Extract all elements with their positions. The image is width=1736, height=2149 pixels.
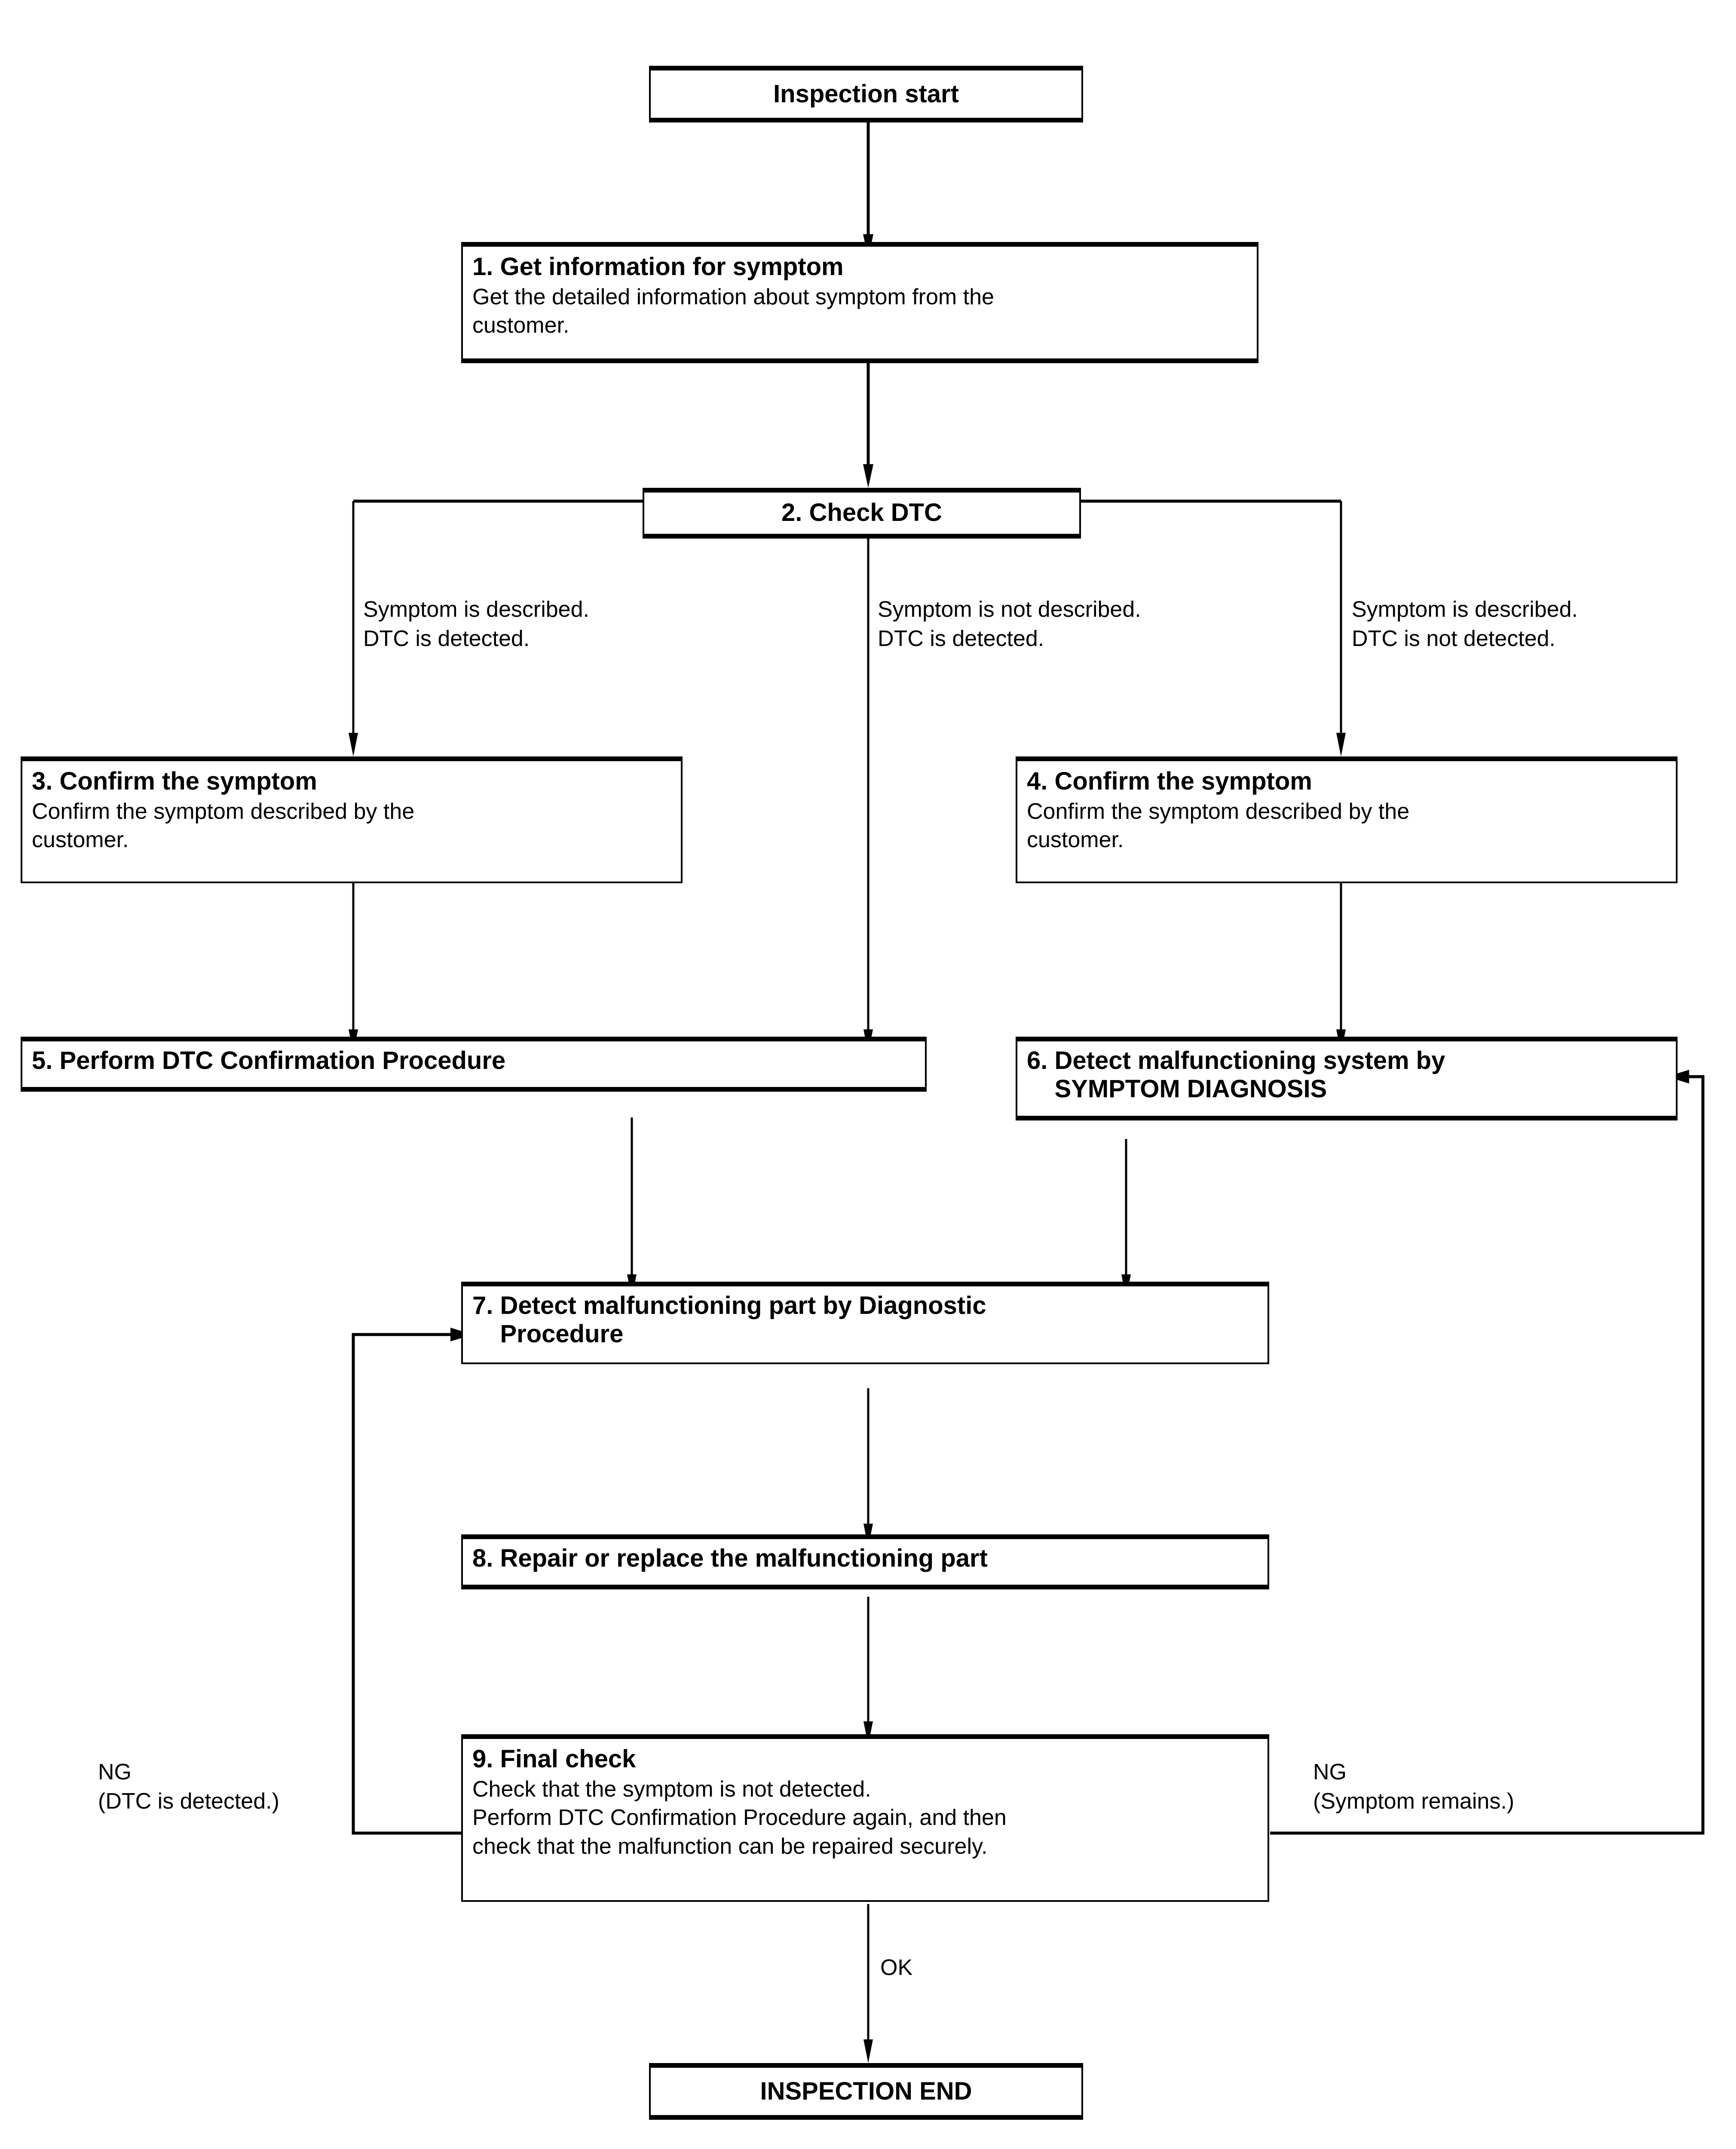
ng-label-left: NG (DTC is detected.) <box>98 1760 279 1814</box>
step-4-description: Confirm the symptom described by the cus… <box>1027 799 1410 853</box>
branch-label-left: Symptom is described. DTC is detected. <box>363 597 589 651</box>
step-6-title: 6. Detect malfunctioning system by SYMPT… <box>1027 1047 1445 1103</box>
node-step-7[interactable]: 7. Detect malfunctioning part by Diagnos… <box>461 1282 1269 1364</box>
step-3-description: Confirm the symptom described by the cus… <box>32 799 415 853</box>
node-step-9[interactable]: 9. Final check Check that the symptom is… <box>461 1734 1269 1902</box>
step-9-title: 9. Final check <box>472 1745 636 1773</box>
connector-ng-right-feedback <box>1270 1075 1705 1835</box>
step-3-title: 3. Confirm the symptom <box>32 767 317 795</box>
inspection-end-label: INSPECTION END <box>760 2077 972 2105</box>
branch-label-center: Symptom is not described. DTC is detecte… <box>878 597 1141 651</box>
node-step-5[interactable]: 5. Perform DTC Confirmation Procedure <box>21 1037 927 1092</box>
node-inspection-start[interactable]: Inspection start <box>649 66 1083 122</box>
arrowhead-step6-feedback-right <box>1667 1070 1689 1084</box>
ng-label-right: NG (Symptom remains.) <box>1313 1760 1515 1814</box>
step-7-title: 7. Detect malfunctioning part by Diagnos… <box>472 1292 986 1348</box>
step-2-title: 2. Check DTC <box>781 499 942 527</box>
step-8-title: 8. Repair or replace the malfunctioning … <box>472 1544 988 1572</box>
arrowhead-step4 <box>1336 733 1346 756</box>
node-step-8[interactable]: 8. Repair or replace the malfunctioning … <box>461 1534 1269 1589</box>
node-step-1[interactable]: 1. Get information for symptom Get the d… <box>461 242 1258 363</box>
branch-label-right: Symptom is described. DTC is not detecte… <box>1352 597 1578 651</box>
step-1-description: Get the detailed information about sympt… <box>472 284 994 338</box>
arrowhead-step2 <box>863 464 873 488</box>
step-9-description: Check that the symptom is not detected. … <box>472 1776 1007 1859</box>
node-inspection-end[interactable]: INSPECTION END <box>649 2063 1083 2120</box>
arrowhead-step9 <box>863 1721 873 1745</box>
inspection-start-label: Inspection start <box>773 80 959 108</box>
ok-label: OK <box>880 1955 913 1980</box>
connector-ng-left-feedback <box>352 1333 462 1835</box>
node-step-2[interactable]: 2. Check DTC <box>643 488 1081 539</box>
step-1-title: 1. Get information for symptom <box>472 253 844 281</box>
arrowhead-step3 <box>349 733 358 756</box>
node-step-4[interactable]: 4. Confirm the symptom Confirm the sympt… <box>1016 756 1678 883</box>
arrowhead-end <box>863 2039 873 2063</box>
step-5-title: 5. Perform DTC Confirmation Procedure <box>32 1047 506 1074</box>
node-step-6[interactable]: 6. Detect malfunctioning system by SYMPT… <box>1016 1037 1678 1120</box>
step-4-title: 4. Confirm the symptom <box>1027 767 1312 795</box>
node-step-3[interactable]: 3. Confirm the symptom Confirm the sympt… <box>21 756 683 883</box>
